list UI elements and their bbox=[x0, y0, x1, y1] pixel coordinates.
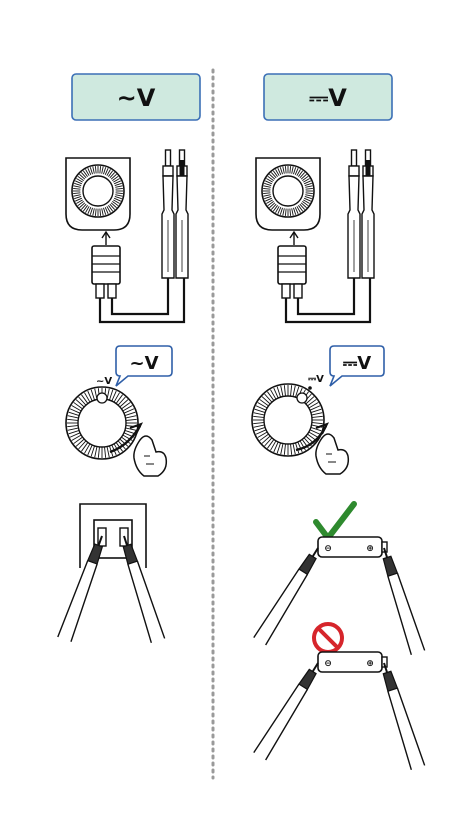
left-meter-head-icon bbox=[66, 158, 130, 245]
battery-reversed-probes-icon bbox=[254, 659, 425, 769]
right-function-bubble: ⎓V bbox=[330, 346, 384, 386]
left-mode-label-box: ~V bbox=[72, 74, 200, 120]
left-mode-label: ~V bbox=[117, 84, 156, 112]
battery-reversed-neg: ⊖ bbox=[324, 659, 332, 669]
left-bubble-label: ~V bbox=[129, 353, 158, 374]
battery-correct-probes-icon bbox=[254, 544, 425, 654]
battery-correct-icon: ⊖ ⊕ bbox=[318, 537, 387, 557]
battery-correct-pos: ⊕ bbox=[366, 544, 374, 554]
right-dial-tick-label: ⎓V bbox=[308, 374, 324, 385]
right-connector-plug-icon bbox=[278, 246, 306, 298]
left-function-bubble: ~V bbox=[116, 346, 172, 386]
battery-reversed-icon: ⊖ ⊕ bbox=[318, 652, 387, 672]
battery-correct-neg: ⊖ bbox=[324, 544, 332, 554]
prohibition-icon bbox=[314, 624, 342, 652]
left-dial-tick-label: ~V bbox=[96, 376, 112, 387]
right-mode-label: ⎓V bbox=[309, 84, 347, 112]
right-mode-label-box: ⎓V bbox=[264, 74, 392, 120]
left-hand-icon bbox=[134, 436, 166, 476]
right-bubble-label: ⎓V bbox=[343, 353, 371, 374]
battery-reversed-pos: ⊕ bbox=[366, 659, 374, 669]
check-mark-icon bbox=[316, 504, 354, 538]
right-meter-head-icon bbox=[256, 158, 320, 245]
left-rotary-dial-icon: ~V bbox=[66, 376, 141, 459]
right-rotary-dial-icon: ⎓V bbox=[252, 374, 327, 456]
left-connector-plug-icon bbox=[92, 246, 120, 298]
right-hand-icon bbox=[316, 434, 348, 474]
